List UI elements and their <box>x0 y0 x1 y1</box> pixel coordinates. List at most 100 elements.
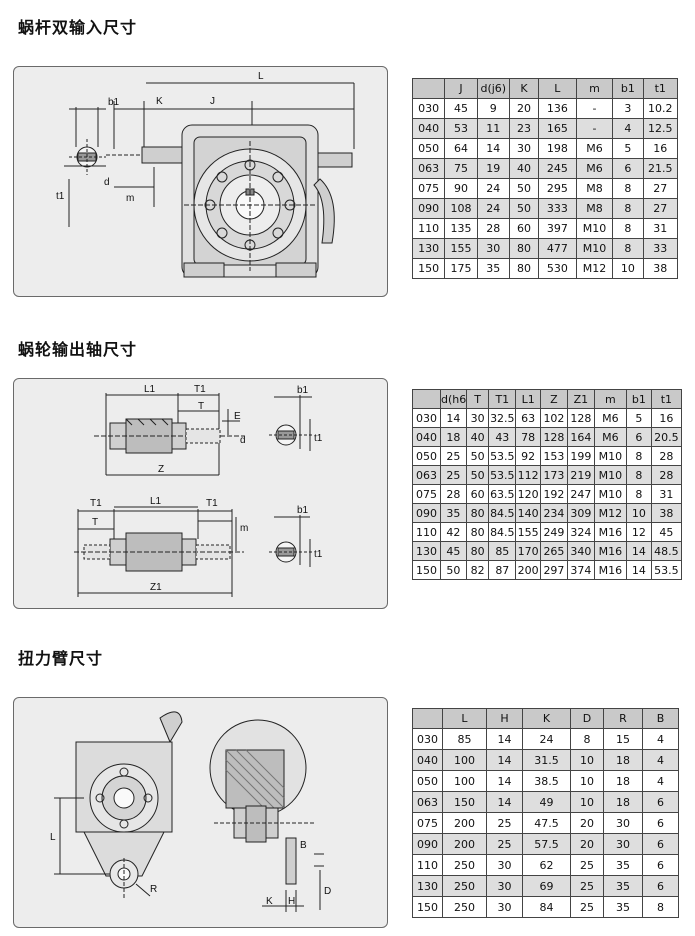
row-size-cell: 040 <box>412 427 441 447</box>
table-cell: 200 <box>515 560 541 580</box>
table-cell: 30 <box>508 138 540 159</box>
table-cell: 128 <box>540 427 568 447</box>
table-header-cell: m <box>575 78 614 99</box>
section-title-torque-arm: 扭力臂尺寸 <box>18 649 104 668</box>
table-cell: 45 <box>444 98 478 119</box>
dim-label-m: m <box>240 523 248 534</box>
table-cell: 170 <box>515 541 541 561</box>
table-cell: M10 <box>575 238 614 259</box>
table-cell: 20.5 <box>650 427 683 447</box>
table-header-cell: K <box>508 78 540 99</box>
table-cell: 20 <box>570 812 604 834</box>
table-cell: 4 <box>642 770 679 792</box>
table-header-cell: K <box>522 708 571 729</box>
table-cell: 92 <box>515 446 541 466</box>
diagram-torque-arm: L R B K H D <box>13 697 388 928</box>
table-cell: 8 <box>642 896 679 918</box>
table-cell: 100 <box>442 770 487 792</box>
table-cell: 35 <box>476 258 510 279</box>
table-cell: 6 <box>642 791 679 813</box>
table-cell: 200 <box>442 833 487 855</box>
table-cell: 192 <box>540 484 568 504</box>
table-cell: 324 <box>566 522 595 542</box>
table-cell: 18 <box>603 770 643 792</box>
table-cell: 164 <box>566 427 595 447</box>
row-size-cell: 090 <box>412 833 443 855</box>
row-size-cell: 040 <box>412 749 443 771</box>
dim-label-m: m <box>126 193 134 204</box>
table-cell: 32.5 <box>488 408 517 428</box>
table-cell: M6 <box>575 138 614 159</box>
table-cell: 14 <box>486 770 523 792</box>
table-cell: 53.5 <box>488 446 517 466</box>
table-header-cell: L1 <box>515 389 541 409</box>
table-cell: 21.5 <box>642 158 678 179</box>
table-cell: M6 <box>575 158 614 179</box>
table-cell: 247 <box>566 484 595 504</box>
table-cell: 50 <box>439 560 467 580</box>
table-cell: 10 <box>570 791 604 813</box>
table-cell: 250 <box>442 875 487 897</box>
table-cell: 80 <box>508 238 540 259</box>
table-cell: M16 <box>593 541 628 561</box>
table-cell: 25 <box>570 854 604 876</box>
dim-label-t1-lower: t1 <box>314 549 323 560</box>
dim-label-R: R <box>150 884 157 895</box>
table-cell: 249 <box>540 522 568 542</box>
table-cell: 112 <box>515 465 541 485</box>
row-size-cell: 110 <box>412 522 441 542</box>
table-cell: M16 <box>593 522 628 542</box>
table-cell: 25 <box>486 833 523 855</box>
table-cell: 25 <box>570 875 604 897</box>
table-header-cell: m <box>593 389 628 409</box>
table-header-cell: L <box>538 78 577 99</box>
table-cell: 35 <box>603 875 643 897</box>
table-cell: 80 <box>465 541 490 561</box>
table-cell: 4 <box>642 728 679 750</box>
table-cell: 80 <box>465 503 490 523</box>
table-cell: 14 <box>626 541 652 561</box>
table-cell: 63 <box>515 408 541 428</box>
table-cell: 25 <box>486 812 523 834</box>
table-cell: 18 <box>439 427 467 447</box>
table-cell: 6 <box>642 833 679 855</box>
table-cell: 30 <box>603 812 643 834</box>
table-header-cell: b1 <box>612 78 644 99</box>
table-cell: 27 <box>642 198 678 219</box>
table-cell: 16 <box>642 138 678 159</box>
table-cell: 63.5 <box>488 484 517 504</box>
table-cell: 30 <box>486 875 523 897</box>
table-cell: 28 <box>439 484 467 504</box>
table-cell: 250 <box>442 854 487 876</box>
table-cell: 3 <box>612 98 644 119</box>
table-cell: 5 <box>626 408 652 428</box>
table-cell: 9 <box>476 98 510 119</box>
table-cell: 8 <box>612 198 644 219</box>
table-cell: 69 <box>522 875 571 897</box>
table-cell: 85 <box>488 541 517 561</box>
table-cell: 135 <box>444 218 478 239</box>
table-cell: 45 <box>439 541 467 561</box>
table-cell: 6 <box>642 854 679 876</box>
table-cell: 4 <box>642 749 679 771</box>
table-header-cell: B <box>642 708 679 729</box>
dim-label-T: T <box>198 401 204 412</box>
table-cell: 165 <box>538 118 577 139</box>
row-size-cell: 130 <box>412 541 441 561</box>
table-cell: 10 <box>570 770 604 792</box>
row-size-cell: 150 <box>411 258 446 279</box>
table-cell: 85 <box>442 728 487 750</box>
table-cell: 309 <box>566 503 595 523</box>
table-cell: 333 <box>538 198 577 219</box>
table-cell: 43 <box>488 427 517 447</box>
dim-label-L1-lower: L1 <box>150 496 162 507</box>
table-cell: 31.5 <box>522 749 571 771</box>
table-cell: 60 <box>465 484 490 504</box>
